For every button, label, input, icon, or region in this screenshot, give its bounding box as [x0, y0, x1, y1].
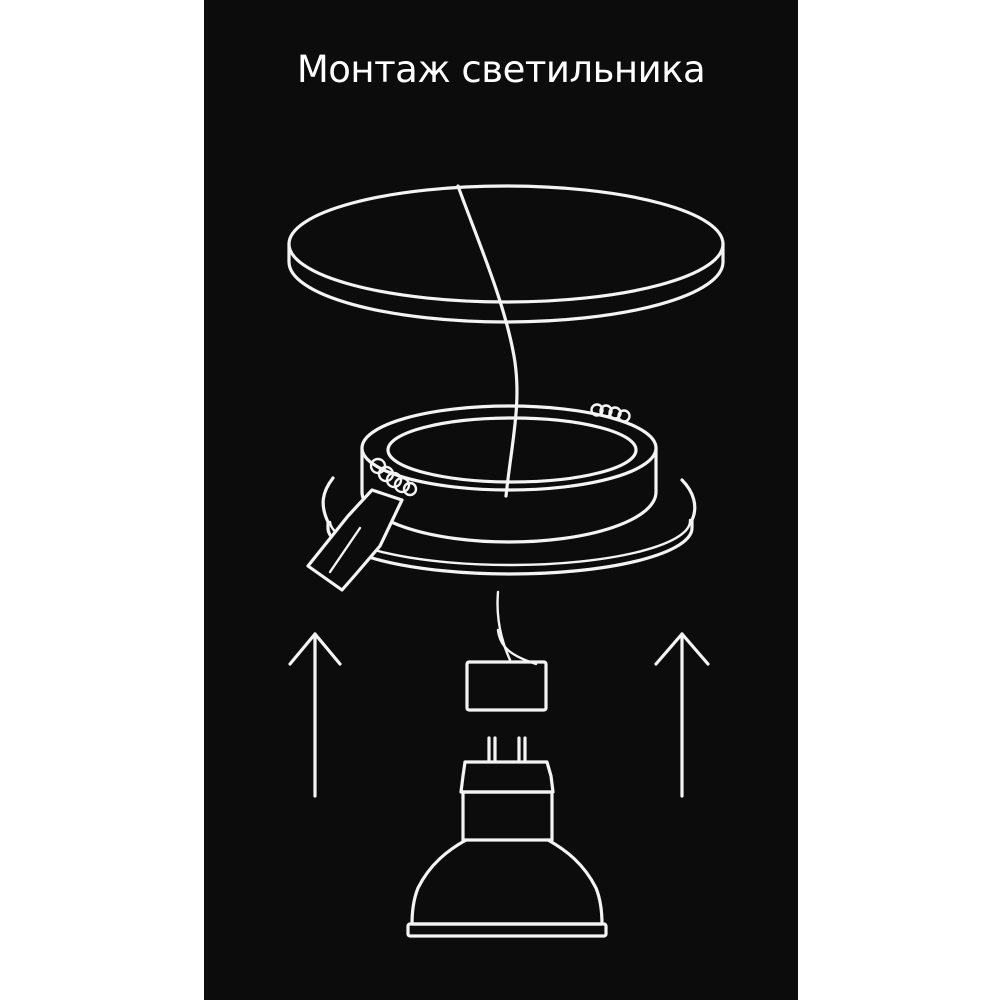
up-arrow-left-icon	[288, 632, 342, 798]
page-title: Монтаж светильника	[296, 48, 706, 91]
mounting-ring-icon	[321, 404, 697, 576]
wire-branch	[496, 628, 538, 666]
spring-clip-right-icon	[590, 403, 631, 423]
connector-block-icon	[465, 660, 548, 712]
wire-upper	[456, 184, 519, 498]
up-arrow-right-icon	[654, 632, 710, 798]
gu10-lamp-icon	[406, 736, 608, 938]
instruction-card: Монтаж светильника	[204, 0, 798, 1000]
spring-clip-left-icon	[306, 457, 418, 592]
lid-disc-icon	[287, 184, 725, 324]
wire-lower	[496, 590, 512, 662]
